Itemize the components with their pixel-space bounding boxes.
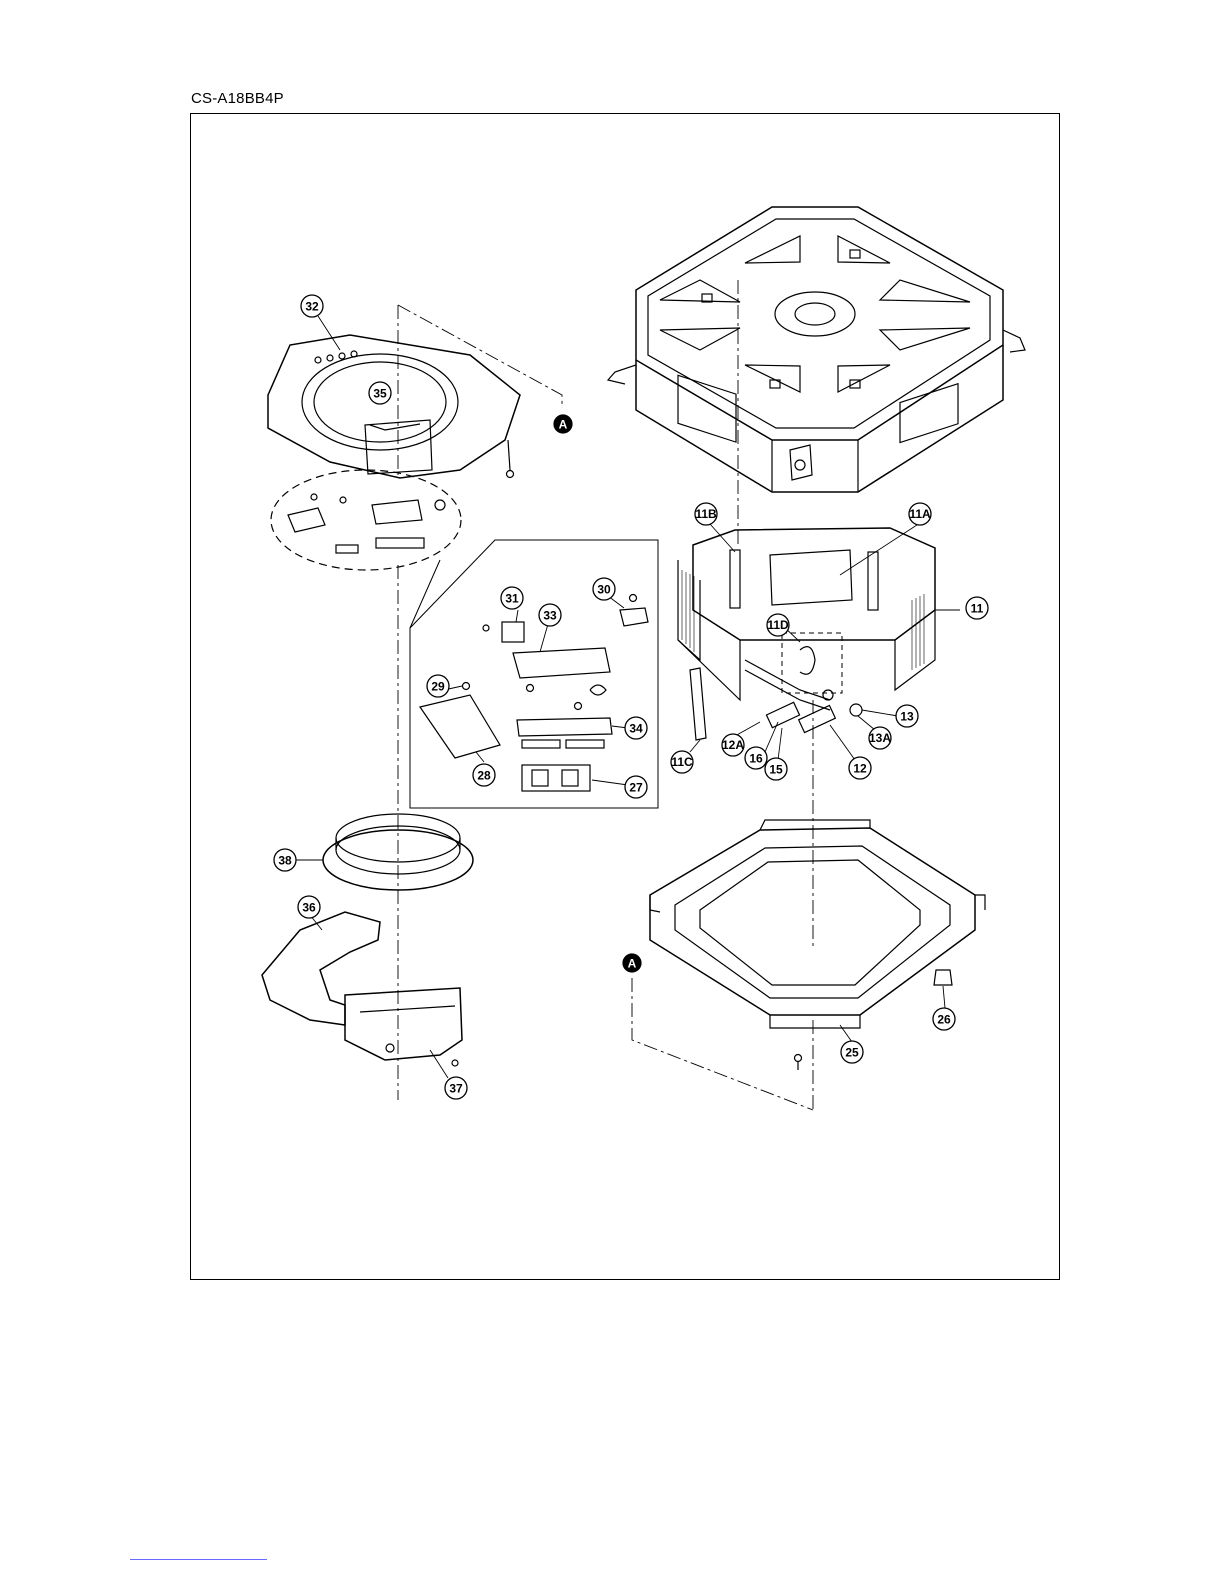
- alignment-lines: [398, 280, 813, 1110]
- callout-25-label: 25: [845, 1046, 859, 1060]
- callout-33: 33: [539, 604, 561, 626]
- callout-12a-label: 12A: [722, 738, 744, 752]
- callout-34-label: 34: [629, 722, 643, 736]
- callout-26: 26: [933, 1008, 955, 1030]
- callout-26-label: 26: [937, 1013, 951, 1027]
- callout-11b: 11B: [695, 503, 717, 525]
- callout-37: 37: [445, 1077, 467, 1099]
- reference-mark-a-upper-label: A: [559, 418, 568, 432]
- callout-31-label: 31: [505, 592, 519, 606]
- reference-mark-a-lower: A: [623, 954, 641, 972]
- callout-13a-label: 13A: [869, 731, 891, 745]
- callout-13-label: 13: [900, 710, 914, 724]
- callout-11-label: 11: [971, 602, 984, 616]
- callout-30-label: 30: [597, 583, 611, 597]
- callout-16: 16: [745, 747, 767, 769]
- callout-13a: 13A: [869, 727, 891, 749]
- callout-11a: 11A: [909, 503, 931, 525]
- control-parts-small: [288, 494, 445, 553]
- callout-27: 27: [625, 776, 647, 798]
- callout-31: 31: [501, 587, 523, 609]
- callout-34: 34: [625, 717, 647, 739]
- callout-38: 38: [274, 849, 296, 871]
- callout-38-label: 38: [278, 854, 292, 868]
- reference-mark-a-lower-label: A: [628, 957, 637, 971]
- callout-32-label: 32: [305, 300, 319, 314]
- callout-12: 12: [849, 757, 871, 779]
- callout-16-label: 16: [749, 752, 763, 766]
- callout-11a-label: 11A: [909, 507, 931, 521]
- control-box-casing: [268, 335, 520, 478]
- callout-11c-label: 11C: [671, 755, 693, 769]
- callout-35-label: 35: [373, 387, 387, 401]
- callout-28: 28: [473, 764, 495, 786]
- callout-11d-label: 11D: [767, 618, 789, 632]
- callout-11d: 11D: [767, 614, 789, 636]
- drain-pan: [650, 820, 985, 1070]
- callout-27-label: 27: [629, 781, 643, 795]
- callout-30: 30: [593, 578, 615, 600]
- callout-15: 15: [765, 758, 787, 780]
- callout-29: 29: [427, 675, 449, 697]
- callout-36-label: 36: [302, 901, 316, 915]
- footer-rule: [130, 1559, 267, 1560]
- detail-parts: [420, 595, 648, 792]
- callout-28-label: 28: [477, 769, 491, 783]
- callout-13: 13: [896, 705, 918, 727]
- callout-12-label: 12: [853, 762, 867, 776]
- callout-11: 11: [966, 597, 988, 619]
- control-parts-group: [271, 470, 461, 570]
- callout-35: 35: [369, 382, 391, 404]
- callout-15-label: 15: [769, 763, 783, 777]
- callout-25: 25: [841, 1041, 863, 1063]
- callout-33-label: 33: [543, 609, 557, 623]
- callout-11c: 11C: [671, 751, 693, 773]
- reference-mark-a-upper: A: [554, 415, 572, 433]
- cabinet-assembly: [608, 207, 1025, 492]
- callouts: 11 11A 11B 11C 11D 12 12A 13 13A 15 16 2…: [274, 295, 988, 1099]
- callout-36: 36: [298, 896, 320, 918]
- cover-assembly: [262, 912, 462, 1066]
- callout-29-label: 29: [431, 680, 445, 694]
- detail-inset-frame: [410, 540, 658, 808]
- callout-37-label: 37: [449, 1082, 463, 1096]
- callout-32: 32: [301, 295, 323, 317]
- callout-12a: 12A: [722, 734, 744, 756]
- heat-exchanger: [678, 528, 935, 740]
- callout-11b-label: 11B: [695, 507, 717, 521]
